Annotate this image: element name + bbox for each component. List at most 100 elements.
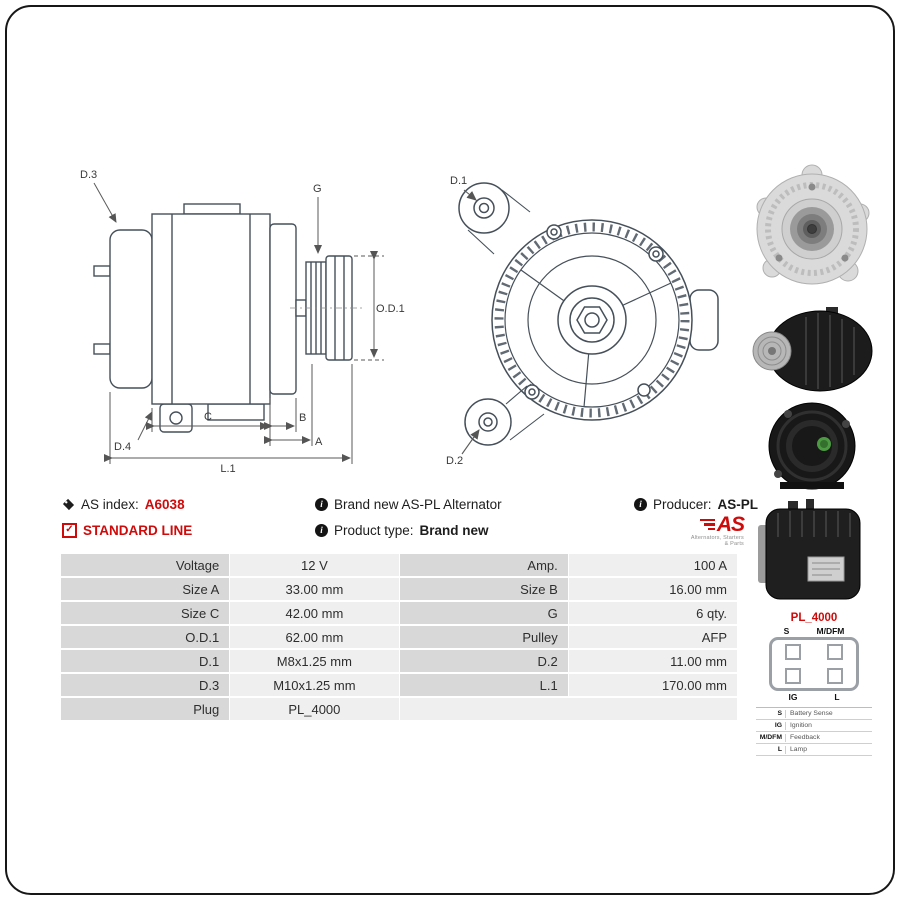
spec-label: D.1 bbox=[61, 650, 230, 672]
technical-drawing-front-view: D.1 D.2 bbox=[432, 150, 732, 490]
spec-label: Size B bbox=[399, 578, 568, 600]
pin-label: IG bbox=[788, 692, 798, 702]
product-type: i Product type: Brand new bbox=[315, 523, 489, 538]
dim-label-d2: D.2 bbox=[446, 455, 463, 467]
legend-row: M/DFM Feedback bbox=[756, 732, 872, 744]
spec-row: Plug PL_4000 bbox=[61, 698, 737, 720]
info-icon: i bbox=[315, 498, 328, 511]
spec-value: PL_4000 bbox=[230, 698, 399, 720]
dim-label-d1: D.1 bbox=[450, 175, 467, 187]
plug-pin bbox=[827, 644, 843, 660]
legend-desc: Feedback bbox=[785, 733, 820, 742]
dim-label-b: B bbox=[299, 412, 306, 424]
check-icon: ✓ bbox=[62, 523, 77, 538]
legend-code: L bbox=[777, 745, 782, 753]
spec-empty-cell bbox=[399, 698, 737, 720]
producer-label: Producer: bbox=[653, 497, 712, 512]
legend-desc: Battery Sense bbox=[785, 709, 833, 718]
spec-value: M10x1.25 mm bbox=[230, 674, 399, 696]
product-photo-back-cover bbox=[748, 400, 876, 492]
plug-pin bbox=[827, 668, 843, 684]
plug-pin bbox=[785, 668, 801, 684]
spec-label: D.2 bbox=[399, 650, 568, 672]
spec-value: 33.00 mm bbox=[230, 578, 399, 600]
dim-label-d3: D.3 bbox=[80, 169, 97, 181]
product-photo-side bbox=[748, 497, 876, 609]
spec-label: Amp. bbox=[399, 554, 568, 576]
spec-label: Pulley bbox=[399, 626, 568, 648]
legend-code: S bbox=[777, 709, 782, 717]
spec-value: 170.00 mm bbox=[568, 674, 737, 696]
dim-label-g: G bbox=[313, 183, 322, 195]
plug-name: PL_4000 bbox=[790, 612, 838, 624]
dim-label-l1: L.1 bbox=[220, 463, 235, 475]
spec-label: G bbox=[399, 602, 568, 624]
dim-label-a: A bbox=[315, 436, 323, 448]
product-type-label: Product type: bbox=[334, 523, 414, 538]
spec-value: M8x1.25 mm bbox=[230, 650, 399, 672]
legend-row: S Battery Sense bbox=[756, 708, 872, 720]
standard-line: ✓ STANDARD LINE bbox=[62, 523, 192, 538]
spec-value: 100 A bbox=[568, 554, 737, 576]
spec-label: Plug bbox=[61, 698, 230, 720]
logo-speed-lines bbox=[699, 518, 715, 531]
spec-row: D.3 M10x1.25 mm L.1 170.00 mm bbox=[61, 674, 737, 696]
producer-value: AS-PL bbox=[717, 497, 759, 512]
plug-pin bbox=[785, 644, 801, 660]
logo-text: AS bbox=[716, 513, 745, 536]
pin-label: L bbox=[834, 692, 840, 702]
legend-row: IG Ignition bbox=[756, 720, 872, 732]
plug-connector-diagram bbox=[769, 637, 859, 691]
logo-tagline: Alternators, Starters & Parts bbox=[690, 535, 744, 547]
dim-label-c: C bbox=[204, 411, 212, 423]
info-icon: i bbox=[315, 524, 328, 537]
spec-value: AFP bbox=[568, 626, 737, 648]
spec-row: Size C 42.00 mm G 6 qty. bbox=[61, 602, 737, 624]
spec-label: L.1 bbox=[399, 674, 568, 696]
legend-desc: Ignition bbox=[785, 721, 812, 730]
legend-code: M/DFM bbox=[759, 733, 782, 741]
plug-pins-top: S M/DFM bbox=[770, 626, 858, 636]
leader-lines bbox=[461, 189, 480, 455]
standard-line-label: STANDARD LINE bbox=[83, 523, 193, 538]
brand-new-text: Brand new AS-PL Alternator bbox=[334, 497, 502, 512]
spec-row: Size A 33.00 mm Size B 16.00 mm bbox=[61, 578, 737, 600]
pin-label: S bbox=[783, 626, 790, 636]
plug-pins-bottom: IG L bbox=[770, 692, 858, 702]
plug-section: PL_4000 S M/DFM IG L S Battery Sense IG … bbox=[752, 612, 876, 756]
as-index-value: A6038 bbox=[144, 497, 185, 512]
legend-row: L Lamp bbox=[756, 744, 872, 756]
dim-label-d4: D.4 bbox=[114, 441, 131, 453]
spec-label: Size C bbox=[61, 602, 230, 624]
as-pl-logo: AS Alternators, Starters & Parts bbox=[686, 513, 745, 547]
product-type-value: Brand new bbox=[419, 523, 489, 538]
producer: i Producer: AS-PL bbox=[634, 497, 758, 512]
dim-label-od1: O.D.1 bbox=[376, 303, 405, 315]
spec-value: 62.00 mm bbox=[230, 626, 399, 648]
technical-drawing-side-view: D.3 D.4 G O.D.1 C B A L.1 bbox=[58, 150, 408, 490]
spec-value: 42.00 mm bbox=[230, 602, 399, 624]
brand-new-note: i Brand new AS-PL Alternator bbox=[315, 497, 502, 512]
spec-label: O.D.1 bbox=[61, 626, 230, 648]
spec-value: 12 V bbox=[230, 554, 399, 576]
spec-value: 11.00 mm bbox=[568, 650, 737, 672]
product-photo-rear-pulley bbox=[748, 163, 876, 298]
legend-code: IG bbox=[774, 721, 782, 729]
plug-legend: S Battery Sense IG Ignition M/DFM Feedba… bbox=[756, 707, 872, 756]
product-photo-front bbox=[748, 303, 876, 395]
spec-label: Voltage bbox=[61, 554, 230, 576]
as-index-label: AS index: bbox=[81, 497, 139, 512]
spec-row: O.D.1 62.00 mm Pulley AFP bbox=[61, 626, 737, 648]
spec-value: 6 qty. bbox=[568, 602, 737, 624]
spec-row: D.1 M8x1.25 mm D.2 11.00 mm bbox=[61, 650, 737, 672]
dimension-lines bbox=[93, 182, 384, 464]
tag-icon bbox=[62, 498, 75, 511]
pin-label: M/DFM bbox=[816, 626, 845, 636]
spec-label: D.3 bbox=[61, 674, 230, 696]
as-index: AS index: A6038 bbox=[62, 497, 185, 512]
alternator-front-outline bbox=[458, 182, 719, 446]
spec-value: 16.00 mm bbox=[568, 578, 737, 600]
spec-label: Size A bbox=[61, 578, 230, 600]
info-icon: i bbox=[634, 498, 647, 511]
